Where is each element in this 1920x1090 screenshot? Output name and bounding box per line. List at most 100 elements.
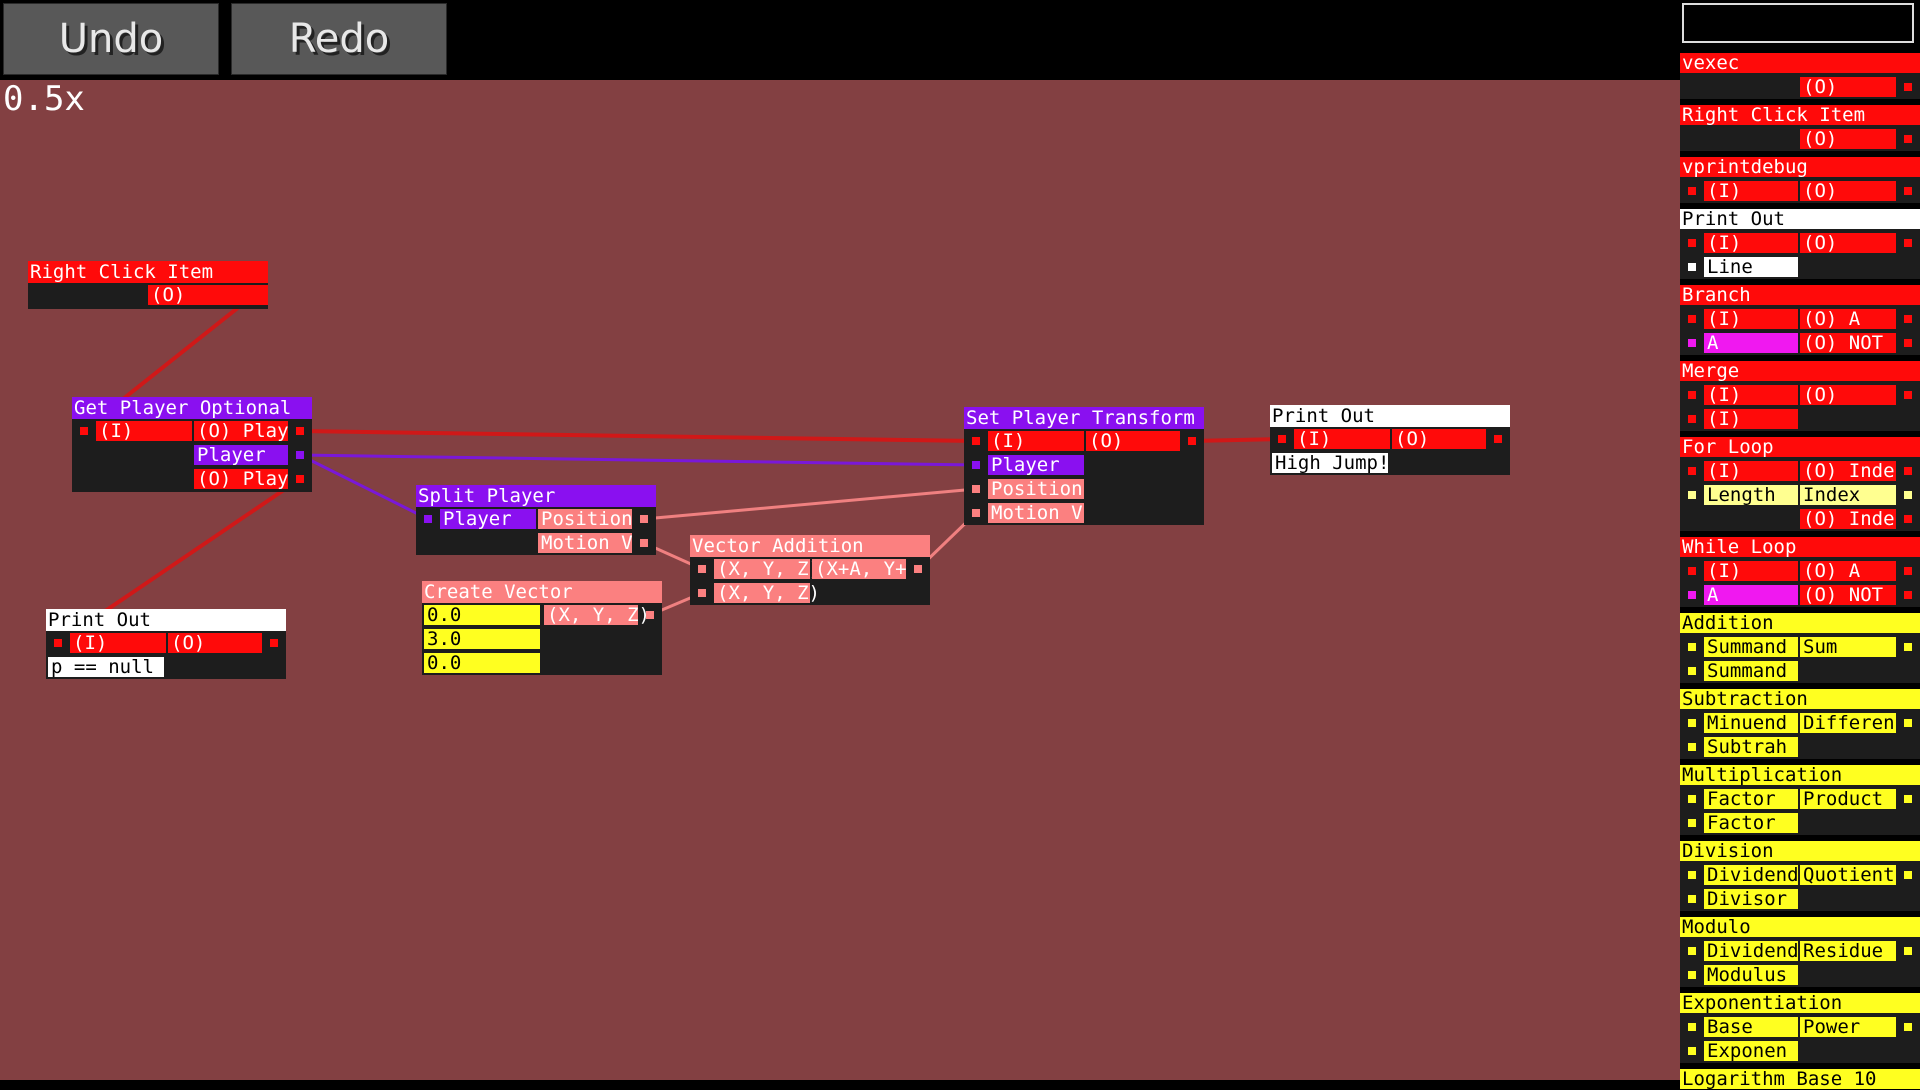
input-pin[interactable]	[80, 427, 88, 435]
output-pin[interactable]	[296, 427, 304, 435]
output-pin	[1904, 515, 1912, 523]
output-pin[interactable]	[914, 565, 922, 573]
palette-node-title: Print Out	[1680, 209, 1920, 229]
output-sum: Sum	[1800, 637, 1896, 657]
output-pin[interactable]	[646, 611, 654, 619]
output-pin[interactable]	[640, 515, 648, 523]
input-pin	[1688, 1023, 1696, 1031]
palette-node-while-loop[interactable]: While Loop (I) (O) A A (O) NOT	[1680, 537, 1920, 607]
node-title: Set Player Transform	[964, 407, 1204, 429]
input-divisor: Divisor	[1704, 889, 1798, 909]
output-exec: (O)	[1800, 181, 1896, 201]
input-pin	[1688, 871, 1696, 879]
undo-button[interactable]: Undo	[3, 3, 219, 75]
output-pin	[1904, 239, 1912, 247]
input-pin	[1688, 667, 1696, 675]
output-pin[interactable]	[1494, 435, 1502, 443]
y-input[interactable]: 3.0	[424, 629, 540, 649]
input-factor-1: Factor	[1704, 789, 1798, 809]
palette-node-right-click-item[interactable]: Right Click Item (O)	[1680, 105, 1920, 151]
node-vector-addition[interactable]: Vector Addition (X, Y, Z) (X+A, Y+ (X, Y…	[690, 535, 930, 605]
palette-node-title: Branch	[1680, 285, 1920, 305]
palette-node-multiplication[interactable]: Multiplication Factor Product Factor	[1680, 765, 1920, 835]
input-pin	[1688, 491, 1696, 499]
palette-node-merge[interactable]: Merge (I) (O) (I)	[1680, 361, 1920, 431]
redo-button[interactable]: Redo	[231, 3, 447, 75]
output-pin	[1904, 1023, 1912, 1031]
output-difference: Differen	[1800, 713, 1896, 733]
node-title: Split Player	[416, 485, 656, 507]
palette-node-exponentiation[interactable]: Exponentiation Base Power Exponen	[1680, 993, 1920, 1063]
input-pin	[1688, 947, 1696, 955]
output-pin[interactable]	[270, 639, 278, 647]
input-pin[interactable]	[698, 589, 706, 597]
input-pin[interactable]	[424, 515, 432, 523]
node-get-player-optional[interactable]: Get Player Optional (I) (O) Play Player …	[72, 397, 312, 492]
output-vector-sum: (X+A, Y+	[812, 559, 907, 579]
palette-node-vprintdebug[interactable]: vprintdebug (I) (O)	[1680, 157, 1920, 203]
node-print-out-high-jump[interactable]: Print Out (I) (O) High Jump!	[1270, 405, 1510, 475]
input-pin[interactable]	[1278, 435, 1286, 443]
input-exec: (I)	[1704, 561, 1798, 581]
input-pin[interactable]	[698, 565, 706, 573]
output-power: Power	[1800, 1017, 1896, 1037]
input-pin	[1688, 591, 1696, 599]
output-pin	[1904, 339, 1912, 347]
line-input: Line	[1704, 257, 1798, 277]
palette-node-subtraction[interactable]: Subtraction Minuend Differen Subtrah	[1680, 689, 1920, 759]
input-pin	[1688, 643, 1696, 651]
palette-node-branch[interactable]: Branch (I) (O) A A (O) NOT	[1680, 285, 1920, 355]
node-create-vector[interactable]: Create Vector 0.0 (X, Y, Z) 3.0 0.0	[422, 581, 662, 675]
palette-node-modulo[interactable]: Modulo Dividend Residue Modulus	[1680, 917, 1920, 987]
line-input[interactable]: High Jump!	[1272, 453, 1389, 473]
x-input[interactable]: 0.0	[424, 605, 540, 625]
input-boolean: A	[1704, 585, 1798, 605]
input-pin[interactable]	[972, 485, 980, 493]
input-pin[interactable]	[972, 509, 980, 517]
output-product: Product	[1800, 789, 1896, 809]
input-minuend: Minuend	[1704, 713, 1798, 733]
input-base: Base	[1704, 1017, 1798, 1037]
output-pin	[1904, 187, 1912, 195]
palette-node-title: Multiplication	[1680, 765, 1920, 785]
line-input[interactable]: p == null	[48, 657, 164, 677]
input-exec-2: (I)	[1704, 409, 1798, 429]
output-pin[interactable]	[1188, 437, 1196, 445]
input-exec: (I)	[1294, 429, 1390, 449]
output-position: Position	[538, 509, 633, 529]
input-pin	[1688, 1047, 1696, 1055]
input-exec: (I)	[1704, 233, 1798, 253]
z-input[interactable]: 0.0	[424, 653, 540, 673]
palette-node-title: While Loop	[1680, 537, 1920, 557]
node-split-player[interactable]: Split Player Player Position Motion V	[416, 485, 656, 555]
output-pin[interactable]	[296, 451, 304, 459]
input-pin	[1688, 391, 1696, 399]
palette-node-logarithm[interactable]: Logarithm Base 10	[1680, 1069, 1920, 1089]
palette-node-for-loop[interactable]: For Loop (I) (O) Inde Length Index (O) I…	[1680, 437, 1920, 531]
palette-node-vexec[interactable]: vexec (O)	[1680, 53, 1920, 99]
input-pin	[1688, 971, 1696, 979]
input-pin[interactable]	[972, 461, 980, 469]
output-exec-a: (O) A	[1800, 561, 1896, 581]
output-pin[interactable]	[296, 475, 304, 483]
palette-node-title: For Loop	[1680, 437, 1920, 457]
palette-node-addition[interactable]: Addition Summand Sum Summand	[1680, 613, 1920, 683]
input-exec: (I)	[988, 431, 1084, 451]
input-pin	[1688, 795, 1696, 803]
output-pin[interactable]	[250, 291, 258, 299]
palette-search-input[interactable]	[1682, 3, 1914, 43]
node-print-out-null[interactable]: Print Out (I) (O) p == null	[46, 609, 286, 679]
input-exec: (I)	[96, 421, 192, 441]
input-exec: (I)	[1704, 461, 1798, 481]
node-palette[interactable]: vexec (O) Right Click Item (O) vprintdeb…	[1680, 0, 1920, 1089]
palette-node-print-out[interactable]: Print Out (I) (O) Line	[1680, 209, 1920, 279]
input-pin[interactable]	[972, 437, 980, 445]
input-exec: (I)	[1704, 309, 1798, 329]
palette-node-division[interactable]: Division Dividend Quotient Divisor	[1680, 841, 1920, 911]
node-set-player-transform[interactable]: Set Player Transform (I) (O) Player Posi…	[964, 407, 1204, 525]
node-right-click-item[interactable]: Right Click Item (O)	[28, 261, 268, 309]
output-pin[interactable]	[640, 539, 648, 547]
palette-node-title: vexec	[1680, 53, 1920, 73]
output-exec-index-2: (O) Inde	[1800, 509, 1896, 529]
input-pin[interactable]	[54, 639, 62, 647]
